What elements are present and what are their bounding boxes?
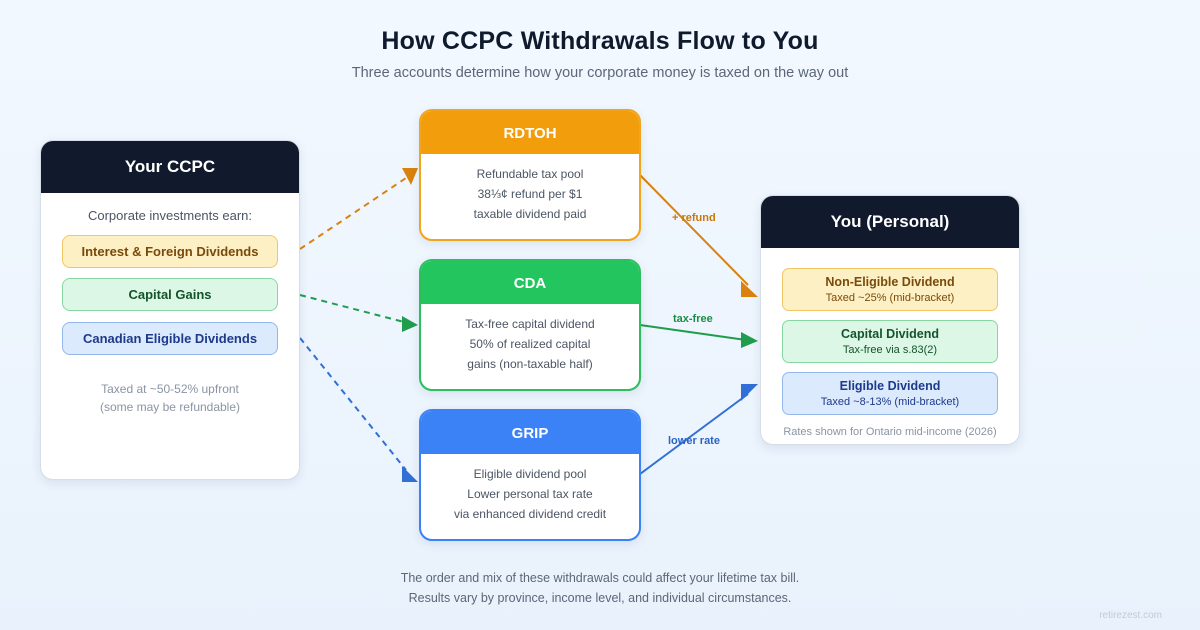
- grip-title: GRIP: [421, 411, 639, 454]
- grip-line: via enhanced dividend credit: [453, 507, 607, 521]
- ccpc-tax-note-line2: (some may be refundable): [99, 400, 241, 414]
- capital-gains-pill: Capital Gains: [62, 278, 278, 311]
- refund-flow-label: + refund: [672, 212, 716, 224]
- grip-description: Eligible dividend pool Lower personal ta…: [421, 464, 639, 524]
- ccpc-title: Your CCPC: [41, 141, 299, 193]
- rdtoh-card: RDTOH Refundable tax pool 38⅓¢ refund pe…: [419, 109, 641, 241]
- grip-line: Lower personal tax rate: [467, 487, 593, 501]
- dividend-rate: Taxed ~8-13% (mid-bracket): [820, 396, 960, 408]
- ccpc-tax-note-line1: Taxed at ~50-52% upfront: [101, 382, 239, 396]
- taxfree-flow-label: tax-free: [673, 313, 713, 325]
- page-subtitle: Three accounts determine how your corpor…: [351, 65, 849, 81]
- dividend-rate: Taxed ~25% (mid-bracket): [825, 292, 955, 304]
- ccpc-to-rdtoh-arrow: [299, 177, 407, 250]
- ccpc-intro: Corporate investments earn:: [87, 208, 253, 223]
- footer-line2: Results vary by province, income level, …: [408, 591, 792, 605]
- cda-line: 50% of realized capital: [469, 337, 591, 351]
- capital-dividend-box: Capital Dividend Tax-free via s.83(2): [782, 320, 998, 363]
- grip-line: Eligible dividend pool: [473, 467, 587, 481]
- interest-foreign-dividends-pill: Interest & Foreign Dividends: [62, 235, 278, 268]
- footer-disclaimer: The order and mix of these withdrawals c…: [0, 568, 1200, 608]
- cda-card: CDA Tax-free capital dividend 50% of rea…: [419, 259, 641, 391]
- personal-card: You (Personal) Non-Eligible Dividend Tax…: [760, 195, 1020, 445]
- brand-watermark: retirezest.com: [1099, 610, 1162, 621]
- rdtoh-line: taxable dividend paid: [473, 207, 587, 221]
- ccpc-card: Your CCPC Corporate investments earn: In…: [40, 140, 300, 480]
- eligdiv-arrowhead: [741, 384, 758, 401]
- dividend-name: Capital Dividend: [841, 327, 939, 341]
- rates-note: Rates shown for Ontario mid-income (2026…: [783, 426, 997, 438]
- ccpc-to-cda-arrow: [299, 294, 405, 323]
- grip-arrowhead: [402, 466, 418, 482]
- cda-arrowhead: [402, 316, 418, 332]
- ccpc-tax-note: Taxed at ~50-52% upfront (some may be re…: [41, 380, 299, 416]
- cda-title: CDA: [421, 261, 639, 304]
- page-title: How CCPC Withdrawals Flow to You: [381, 27, 819, 55]
- personal-title: You (Personal): [761, 196, 1019, 248]
- eligible-dividend-box: Eligible Dividend Taxed ~8-13% (mid-brac…: [782, 372, 998, 415]
- capdiv-arrowhead: [741, 332, 758, 348]
- non-eligible-dividend-box: Non-Eligible Dividend Taxed ~25% (mid-br…: [782, 268, 998, 311]
- dividend-name: Non-Eligible Dividend: [825, 275, 955, 289]
- rdtoh-title: RDTOH: [421, 111, 639, 154]
- ccpc-to-grip-arrow: [299, 337, 407, 471]
- grip-card: GRIP Eligible dividend pool Lower person…: [419, 409, 641, 541]
- nonelig-arrowhead: [741, 281, 758, 297]
- rdtoh-line: Refundable tax pool: [476, 167, 584, 181]
- cda-line: gains (non-taxable half): [467, 357, 593, 371]
- footer-line1: The order and mix of these withdrawals c…: [400, 571, 800, 585]
- dividend-name: Eligible Dividend: [839, 379, 941, 393]
- rdtoh-description: Refundable tax pool 38⅓¢ refund per $1 t…: [421, 164, 639, 224]
- cda-line: Tax-free capital dividend: [465, 317, 595, 331]
- lower-rate-flow-label: lower rate: [668, 435, 720, 447]
- cda-to-you-arrow: [639, 324, 747, 341]
- cda-description: Tax-free capital dividend 50% of realize…: [421, 314, 639, 374]
- rdtoh-arrowhead: [402, 168, 418, 185]
- rdtoh-to-you-arrow: [639, 174, 749, 286]
- canadian-eligible-dividends-pill: Canadian Eligible Dividends: [62, 322, 278, 355]
- rdtoh-line: 38⅓¢ refund per $1: [477, 187, 583, 201]
- grip-to-you-arrow: [639, 393, 749, 475]
- dividend-rate: Tax-free via s.83(2): [842, 344, 938, 356]
